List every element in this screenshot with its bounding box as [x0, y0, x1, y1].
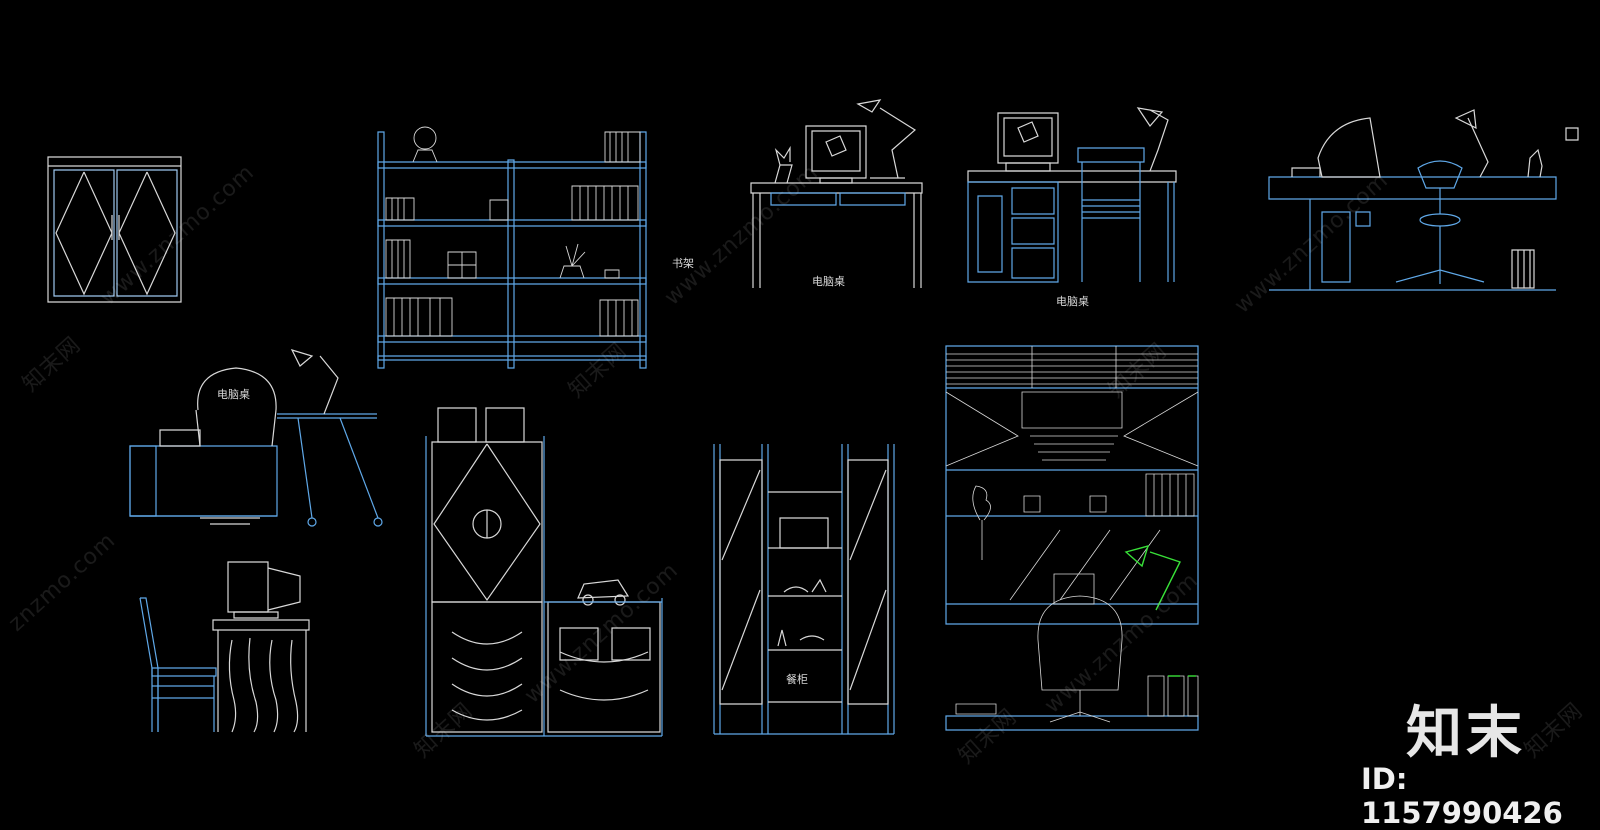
label-bookshelf: 书架	[672, 257, 694, 270]
chair-and-side-desk	[140, 562, 309, 732]
long-desk-with-office-chair	[1269, 110, 1578, 290]
computer-desk-simple	[751, 100, 922, 288]
glass-dining-cabinet	[714, 444, 894, 734]
label-computer-desk-2: 电脑桌	[1056, 295, 1089, 308]
bookshelf	[378, 127, 646, 368]
label-computer-desk-1: 电脑桌	[812, 275, 845, 288]
znzmo-logo-icon: 知末	[1406, 701, 1526, 766]
label-dining-cabinet: 餐柜	[786, 673, 808, 686]
label-chair-back: 电脑桌	[217, 388, 250, 401]
tall-wardrobe-and-chest	[426, 408, 662, 736]
double-door-cabinet	[48, 157, 181, 302]
image-id-text: ID: 1157990426	[1361, 762, 1563, 830]
corner-desk-with-chair	[130, 350, 382, 526]
study-wall-unit	[946, 346, 1198, 730]
computer-desk-with-drawers	[968, 108, 1176, 282]
